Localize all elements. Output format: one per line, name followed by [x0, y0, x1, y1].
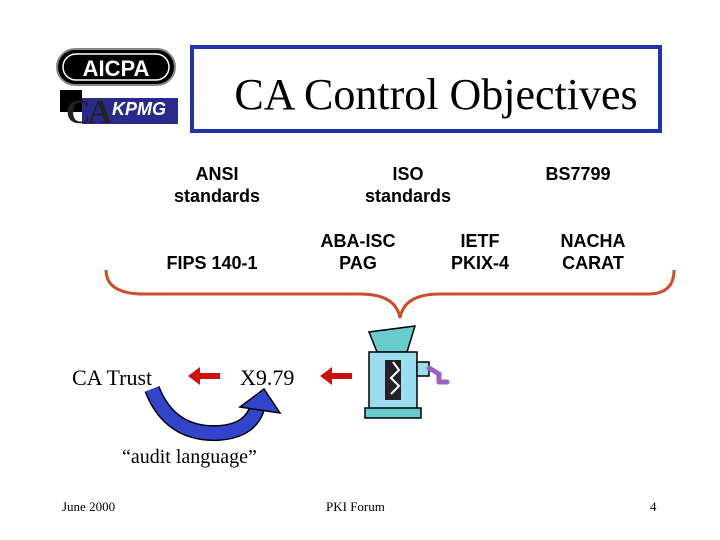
page-number: 4: [650, 499, 657, 514]
aicpa-logo: AICPA: [56, 48, 176, 86]
x979-label: X9.79: [240, 365, 295, 390]
ca-kpmg-logo: CA KPMG: [60, 90, 178, 131]
ca-logo-text: CA: [66, 94, 112, 131]
grinder-machine-icon: [364, 325, 450, 419]
ietf-pkix-label: IETF PKIX-4: [450, 231, 510, 273]
bs7799-label: BS7799: [545, 164, 611, 184]
title-box: [190, 45, 662, 133]
nacha-carat-label: NACHA CARAT: [560, 231, 626, 273]
fips-label: FIPS 140-1: [166, 253, 258, 273]
ca-trust-label: CA Trust: [72, 365, 153, 390]
footer-center: PKI Forum: [326, 499, 385, 514]
slide-title: CA Control Objectives: [234, 69, 638, 119]
aba-isc-pag-label: ABA-ISC PAG: [320, 231, 396, 273]
iso-standards-label: ISO standards: [364, 164, 452, 206]
ansi-standards-label: ANSI standards: [173, 164, 261, 206]
audit-language-label: “audit language”: [122, 446, 257, 468]
kpmg-logo-text: KPMG: [112, 99, 166, 119]
arrow-to-x979-icon: [320, 367, 352, 385]
arrow-to-ca-trust-icon: [188, 367, 220, 385]
aicpa-logo-text: AICPA: [83, 56, 150, 81]
footer-date: June 2000: [62, 499, 116, 514]
grouping-brace: [104, 269, 676, 319]
curved-arrow-icon: [144, 385, 282, 442]
